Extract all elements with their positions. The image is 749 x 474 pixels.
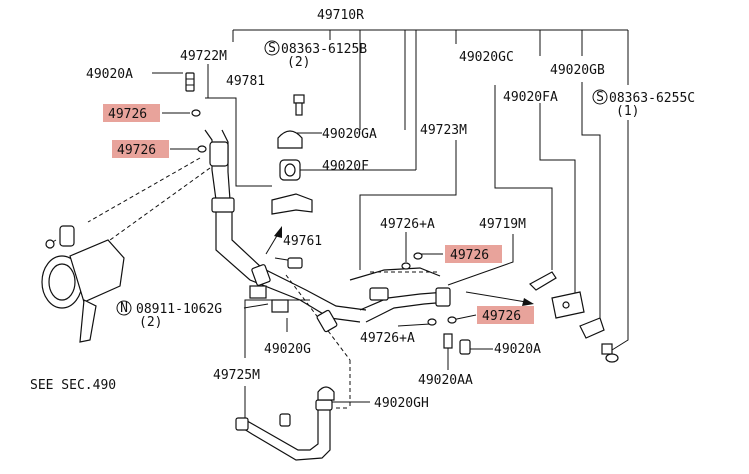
label-49726-b: 49726: [117, 143, 156, 158]
label-49726-d: 49726: [482, 309, 521, 324]
label-49020A-bottom: 49020A: [494, 342, 541, 357]
n-mark: N: [120, 301, 128, 316]
label-49020AA: 49020AA: [418, 373, 473, 388]
n-mark-circle: [116, 300, 132, 316]
label-49020G: 49020G: [264, 342, 311, 357]
highlight-boxes: [103, 104, 534, 324]
label-08363-6255C: 08363-6255C: [609, 91, 695, 106]
label-49723M: 49723M: [420, 123, 467, 138]
label-49020GC: 49020GC: [459, 50, 514, 65]
label-49020GB: 49020GB: [550, 63, 605, 78]
label-49020GH: 49020GH: [374, 396, 429, 411]
leader-lines: [152, 64, 629, 420]
dashed-connection-lines: [87, 157, 440, 409]
s-mark-circle-2: [592, 89, 608, 105]
label-49020GA: 49020GA: [322, 127, 377, 142]
part-labels: 49710R 49722M 08363-6125B (2) 49020A 497…: [30, 8, 695, 411]
pressure-hose-assembly: [204, 129, 451, 333]
direction-arrows: [265, 226, 534, 306]
assembly-bracket-49710R: [232, 29, 629, 170]
symbol-marks: S S N: [116, 40, 608, 316]
label-08911-1062G: 08911-1062G: [136, 302, 222, 317]
label-49761: 49761: [283, 234, 322, 249]
label-49719M: 49719M: [479, 217, 526, 232]
return-hose-assembly: [235, 399, 333, 461]
s-mark-2: S: [596, 90, 604, 105]
label-49726A-top: 49726+A: [380, 217, 435, 232]
power-steering-pump: [41, 225, 125, 343]
label-49726-a: 49726: [108, 107, 147, 122]
label-08363-6255C-qty: (1): [616, 104, 639, 119]
label-49781: 49781: [226, 74, 265, 89]
label-49020A-top: 49020A: [86, 67, 133, 82]
label-49020F: 49020F: [322, 159, 369, 174]
label-49726A-bottom: 49726+A: [360, 331, 415, 346]
s-mark-1: S: [268, 41, 276, 56]
label-08363-6125B-qty: (2): [287, 55, 310, 70]
label-49726-c: 49726: [450, 248, 489, 263]
label-49020FA: 49020FA: [503, 90, 558, 105]
clamps-and-bolts: [185, 72, 619, 401]
label-49722M: 49722M: [180, 49, 227, 64]
label-08363-6125B: 08363-6125B: [281, 42, 367, 57]
label-08911-1062G-qty: (2): [139, 315, 162, 330]
label-49725M: 49725M: [213, 368, 260, 383]
label-see-sec: SEE SEC.490: [30, 378, 116, 393]
s-mark-circle-1: [264, 40, 280, 56]
label-49710R: 49710R: [317, 8, 364, 23]
